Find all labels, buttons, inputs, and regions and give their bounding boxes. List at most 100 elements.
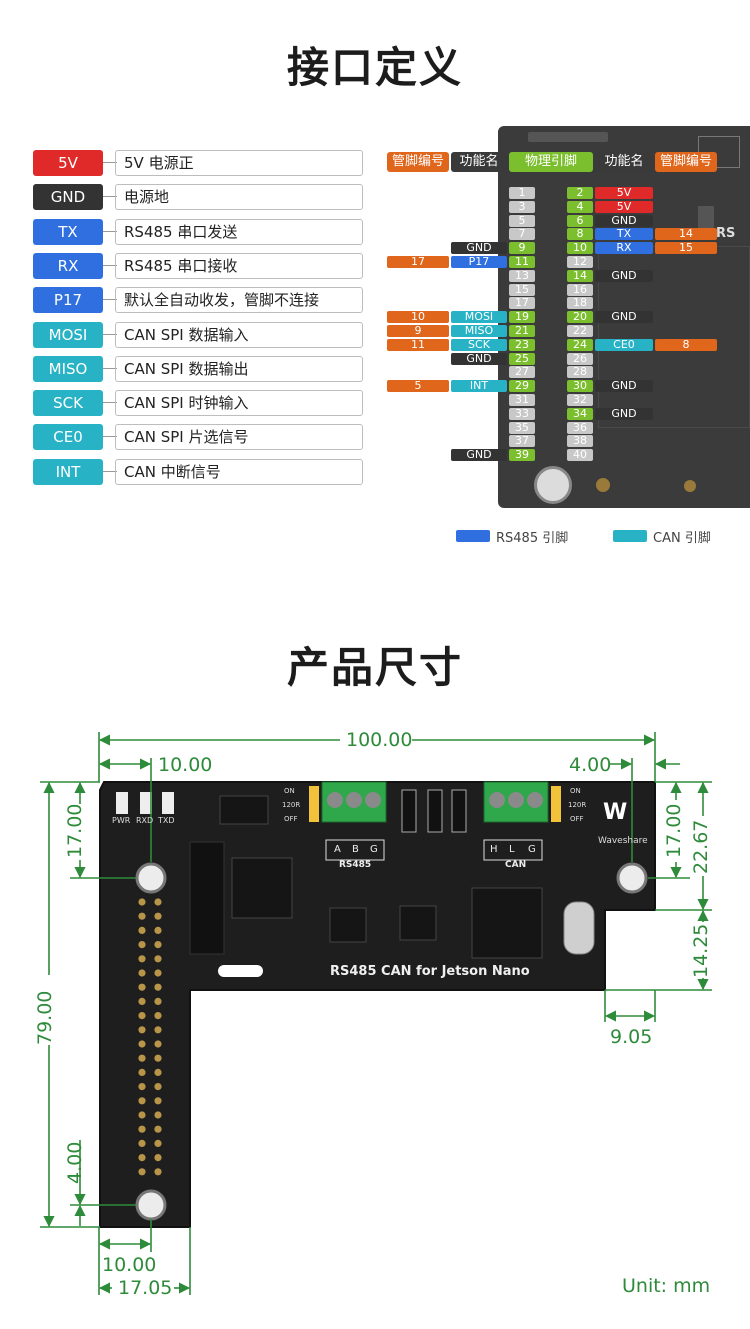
- physical-pin-left: 9: [509, 242, 535, 255]
- legend-description: RS485 串口接收: [115, 252, 363, 279]
- header-pin-hole: [138, 1139, 146, 1147]
- legend-description: CAN SPI 时钟输入: [115, 390, 363, 417]
- terminal-screw: [346, 792, 362, 808]
- header-pin-hole: [154, 1040, 162, 1048]
- physical-pin-left: 33: [509, 407, 535, 420]
- pin-func-right: GND: [595, 407, 653, 420]
- can-terminal-g: G: [528, 844, 536, 855]
- legend-connector: [103, 333, 117, 335]
- header-pin-hole: [154, 1154, 162, 1162]
- dim-right-step: 14.25: [690, 923, 712, 978]
- physical-pin-right: 6: [567, 214, 593, 227]
- board-notch: [218, 965, 263, 977]
- pin-func-left: GND: [451, 352, 507, 365]
- header-pin-hole: [154, 1026, 162, 1034]
- rs485-terminal-g: G: [370, 844, 378, 855]
- jumper: [401, 789, 417, 833]
- rs485-key-swatch: [456, 530, 490, 542]
- header-func-right: 功能名: [595, 152, 653, 172]
- physical-pin-left: 19: [509, 311, 535, 324]
- jumper: [551, 786, 561, 822]
- header-pin-hole: [154, 997, 162, 1006]
- can-terminal-l: L: [509, 844, 515, 855]
- dim-bottom-hole: 4.00: [64, 1141, 86, 1184]
- header-pin-hole: [154, 1111, 162, 1119]
- terminal-screw: [489, 792, 505, 808]
- physical-pin-right: 20: [567, 311, 593, 324]
- header-pin-hole: [154, 1097, 162, 1105]
- physical-pin-right: 8: [567, 228, 593, 241]
- physical-pin-left: 21: [509, 325, 535, 337]
- board-photo-pad: [596, 478, 610, 492]
- header-pin-hole: [138, 983, 146, 991]
- physical-pin-left: 25: [509, 352, 535, 365]
- pin-func-right: CE0: [595, 338, 653, 351]
- header-pin-hole: [138, 926, 146, 935]
- header-pin-no-right: 管脚编号: [655, 152, 717, 172]
- rs485-terminal-b: B: [352, 844, 359, 855]
- dim-notch-width: 9.05: [610, 1026, 653, 1048]
- physical-pin-left: 11: [509, 256, 535, 268]
- pin-number-left: 10: [387, 311, 449, 324]
- jumper: [427, 789, 443, 833]
- physical-pin-right: 34: [567, 407, 593, 420]
- dim-width: 100.00: [346, 729, 413, 751]
- physical-pin-right: 38: [567, 435, 593, 448]
- pin-func-right: GND: [595, 380, 653, 393]
- legend-description: CAN SPI 数据输出: [115, 355, 363, 382]
- dim-bottom-hole-x: 10.00: [102, 1254, 157, 1276]
- switch-off-label: OFF: [284, 815, 298, 823]
- physical-pin-right: 4: [567, 200, 593, 213]
- legend-connector: [103, 264, 117, 266]
- switch-120r-label: 120R: [568, 801, 587, 809]
- header-pin-hole: [138, 898, 146, 906]
- rs485-title: RS485: [339, 860, 372, 870]
- header-pin-hole: [154, 969, 162, 977]
- header-pin-hole: [154, 955, 162, 963]
- legend-description: RS485 串口发送: [115, 218, 363, 245]
- header-pin-hole: [138, 1040, 146, 1048]
- switch-off-label: OFF: [570, 815, 584, 823]
- switch-on-label: ON: [284, 787, 295, 795]
- physical-pin-right: 10: [567, 242, 593, 255]
- pin-func-left: GND: [451, 449, 507, 462]
- pin-func-left: P17: [451, 256, 507, 268]
- terminal-screw: [365, 792, 381, 808]
- can-title: CAN: [505, 860, 527, 870]
- legend-description: CAN 中断信号: [115, 458, 363, 485]
- pin-number-right: 8: [655, 338, 717, 351]
- legend-description: 默认全自动收发，管脚不连接: [115, 287, 363, 314]
- legend-description: 5V 电源正: [115, 150, 363, 176]
- dim-hole-offset-left: 10.00: [158, 754, 213, 776]
- board-photo-pad: [684, 480, 696, 492]
- header-pin-hole: [154, 1168, 162, 1176]
- brand-label: Waveshare: [598, 836, 648, 846]
- board-photo-header-strip: [528, 132, 608, 142]
- header-pin-hole: [154, 941, 162, 949]
- header-pin-no-left: 管脚编号: [387, 152, 449, 172]
- dim-right-height: 22.67: [690, 819, 712, 874]
- pin-func-right: GND: [595, 269, 653, 282]
- legend-badge: CE0: [33, 424, 103, 451]
- header-pin-hole: [138, 1054, 146, 1062]
- terminal-screw: [527, 792, 543, 808]
- can-key-label: CAN 引脚: [653, 531, 711, 546]
- legend-badge: MISO: [33, 355, 103, 382]
- pin-number-left: 11: [387, 338, 449, 351]
- header-pin-hole: [138, 1125, 146, 1133]
- legend-description: CAN SPI 数据输入: [115, 321, 363, 348]
- header-pin-hole: [154, 1068, 162, 1076]
- legend-badge: SCK: [33, 390, 103, 417]
- switch-on-label: ON: [570, 787, 581, 795]
- dim-total-height: 79.00: [34, 990, 56, 1045]
- pin-func-left: INT: [451, 380, 507, 393]
- ic-chip: [471, 887, 543, 959]
- header-pin-hole: [138, 1154, 146, 1162]
- physical-pin-left: 23: [509, 338, 535, 351]
- legend-badge: GND: [33, 184, 103, 211]
- legend-item: MISO CAN SPI 数据输出: [33, 355, 363, 382]
